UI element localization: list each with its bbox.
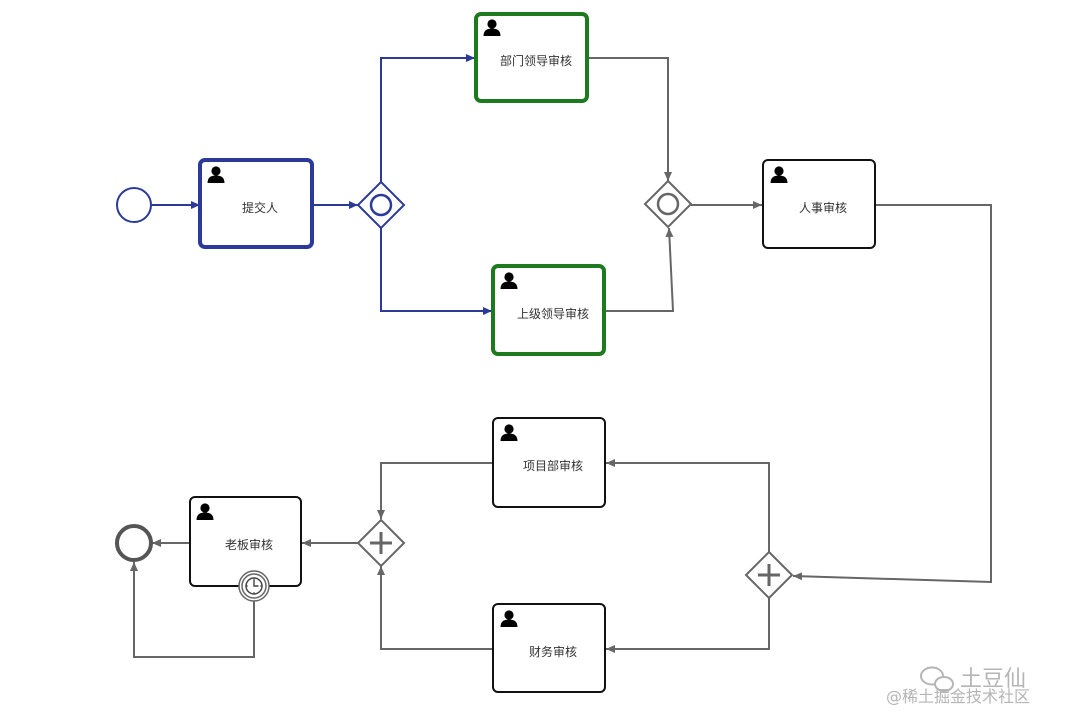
end-event[interactable]	[115, 524, 153, 562]
flow-gateway-to-dept-leader[interactable]	[380, 54, 475, 182]
watermark-platform: @稀土掘金技术社区	[886, 687, 1030, 706]
task-label: 财务审核	[529, 644, 577, 659]
task-superior-leader-review[interactable]: 上级领导审核	[491, 264, 606, 356]
task-label: 部门领导审核	[500, 53, 572, 68]
task-finance-review[interactable]: 财务审核	[492, 603, 606, 693]
timer-icon	[245, 577, 263, 595]
parallel-gateway-fork[interactable]	[744, 550, 794, 600]
flow-timer-to-end[interactable]	[130, 562, 255, 658]
plus-icon	[758, 564, 780, 586]
task-label: 老板审核	[225, 537, 273, 552]
task-submitter[interactable]: 提交人	[198, 158, 314, 249]
flow-fork-to-finance[interactable]	[606, 598, 770, 653]
task-project-dept-review[interactable]: 项目部审核	[492, 417, 606, 508]
watermark-account: 土豆仙	[960, 667, 1026, 692]
parallel-gateway-join[interactable]	[356, 518, 406, 568]
flow-superior-leader-to-join[interactable]	[605, 227, 675, 312]
flow-fork-to-project-dept[interactable]	[606, 459, 770, 552]
task-label: 上级领导审核	[517, 306, 589, 321]
flow-finance-to-join[interactable]	[377, 566, 493, 650]
task-dept-leader-review[interactable]: 部门领导审核	[474, 12, 589, 103]
start-event[interactable]	[116, 187, 152, 223]
task-label: 人事审核	[799, 200, 847, 215]
inclusive-gateway-split[interactable]	[356, 180, 406, 230]
sequence-flows	[130, 54, 992, 658]
flow-hr-to-fork[interactable]	[792, 204, 992, 584]
task-boss-review[interactable]: 老板审核	[189, 496, 302, 587]
wechat-icon	[920, 666, 954, 692]
plus-icon	[370, 532, 392, 554]
flow-dept-leader-to-join[interactable]	[588, 57, 672, 181]
circle-icon	[369, 193, 393, 217]
task-label: 提交人	[242, 200, 278, 215]
task-label: 项目部审核	[523, 458, 583, 473]
task-hr-review[interactable]: 人事审核	[762, 159, 876, 249]
watermark: 土豆仙 @稀土掘金技术社区	[886, 666, 1030, 706]
inclusive-gateway-join[interactable]	[643, 179, 693, 229]
flow-project-dept-to-join[interactable]	[377, 462, 493, 519]
flow-gateway-to-superior-leader[interactable]	[380, 228, 492, 315]
timer-boundary-event[interactable]	[238, 570, 270, 602]
circle-icon	[656, 192, 680, 216]
